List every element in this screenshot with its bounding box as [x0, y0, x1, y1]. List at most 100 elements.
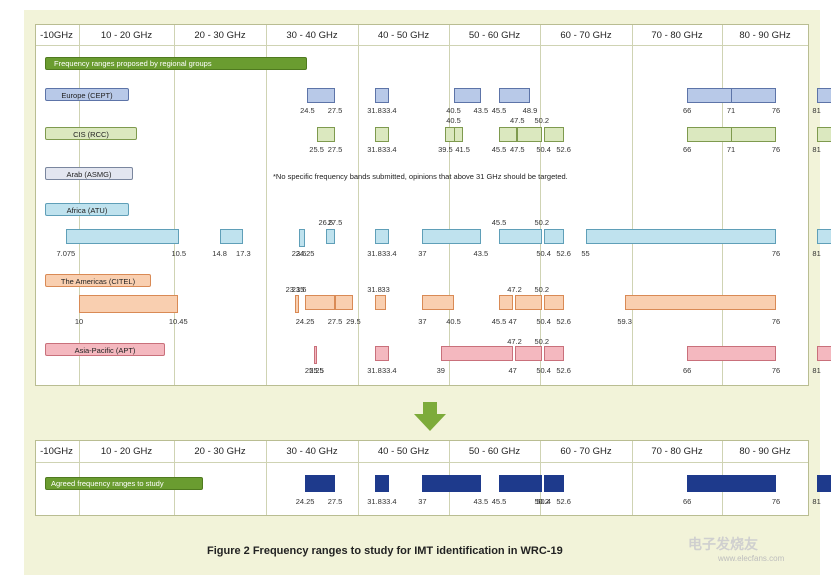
proposed-ranges-table	[35, 24, 809, 386]
top-header-8: 80 - 90 GHz	[739, 30, 791, 41]
tick-label-rcc: 52.6	[556, 145, 571, 154]
tick-label-atu: 52.6	[556, 249, 571, 258]
bottom-header-0: -10GHz	[40, 446, 73, 457]
agreed-band	[816, 475, 831, 492]
top-col-divider	[722, 25, 723, 385]
tick-label-rcc: 45.5	[491, 145, 507, 154]
band-rcc	[499, 127, 518, 142]
band-divider-cept	[731, 88, 732, 103]
agreed-tick-label: 81	[812, 497, 821, 506]
top-col-divider	[449, 25, 450, 385]
band-atu	[422, 229, 481, 244]
band-divider-rcc	[453, 127, 455, 142]
tick-label-apt: 39	[436, 366, 445, 375]
band-rcc	[816, 127, 831, 142]
tick-label-atu: 31.8	[367, 249, 382, 258]
band-rcc	[316, 127, 335, 142]
bottom-col-divider	[632, 441, 633, 515]
header-divider	[36, 45, 808, 46]
tick-label-cept: 48.9	[522, 106, 538, 115]
band-citel	[374, 295, 386, 310]
band-citel	[422, 295, 454, 310]
band-cept	[816, 88, 831, 103]
band-rcc	[517, 127, 542, 142]
tick-label-citel: 45.5	[491, 317, 507, 326]
tick-label-rcc: 50.2	[534, 116, 550, 125]
tick-label-cept: 40.5	[446, 106, 461, 115]
band-apt	[514, 346, 542, 361]
tick-label-atu: 23.6	[291, 249, 307, 258]
tick-label-citel: 47.2	[507, 285, 522, 294]
band-apt	[374, 346, 390, 361]
top-col-divider	[174, 25, 175, 385]
tick-label-cept: 24.5	[300, 106, 315, 115]
tick-label-rcc: 41.5	[455, 145, 470, 154]
band-cept	[374, 88, 390, 103]
agreed-tick-label: 50.4	[536, 497, 551, 506]
agreed-band	[499, 475, 542, 492]
watermark-url: www.elecfans.com	[718, 554, 785, 563]
tick-label-atu: 10.5	[171, 249, 187, 258]
bottom-header-1: 10 - 20 GHz	[100, 446, 153, 457]
tick-label-rcc: 25.5	[309, 145, 324, 154]
agreed-tick-label: 27.5	[327, 497, 343, 506]
tick-label-cept: 33.4	[381, 106, 397, 115]
tick-label-rcc: 76	[771, 145, 781, 154]
tick-label-citel: 33	[381, 285, 390, 294]
tick-label-citel: 27.5	[327, 317, 343, 326]
band-atu	[499, 229, 542, 244]
band-cept	[453, 88, 481, 103]
watermark-logo: 电子发烧友 www.elecfans.com	[688, 534, 784, 563]
tick-label-atu: 27.5	[327, 218, 343, 227]
agreed-tick-label: 24.25	[295, 497, 315, 506]
bottom-header-4: 40 - 50 GHz	[377, 446, 430, 457]
tick-label-apt: 66	[683, 366, 692, 375]
band-apt	[816, 346, 831, 361]
tick-label-rcc: 33.4	[381, 145, 397, 154]
tick-label-citel: 24.25	[295, 317, 315, 326]
row-label-cept: Europe (CEPT)	[45, 88, 129, 101]
tick-label-rcc: 50.4	[536, 145, 551, 154]
tick-label-citel: 59.3	[617, 317, 632, 326]
agreed-band	[543, 475, 564, 492]
agreed-label-banner: Agreed frequency ranges to study	[45, 477, 203, 490]
agreed-tick-label: 31.8	[367, 497, 382, 506]
tick-label-cept: 45.5	[491, 106, 507, 115]
band-atu	[299, 229, 306, 247]
agreed-tick-label: 52.6	[556, 497, 571, 506]
band-citel	[335, 295, 354, 310]
section-title-banner: Frequency ranges proposed by regional gr…	[45, 57, 307, 70]
bottom-col-divider	[266, 441, 267, 515]
band-apt	[543, 346, 564, 361]
tick-label-atu: 37	[418, 249, 427, 258]
top-header-5: 50 - 60 GHz	[468, 30, 521, 41]
top-header-1: 10 - 20 GHz	[100, 30, 153, 41]
tick-label-atu: 76	[771, 249, 781, 258]
tick-label-apt: 25.5	[309, 366, 324, 375]
band-apt	[314, 346, 318, 364]
tick-label-cept: 31.8	[367, 106, 382, 115]
tick-label-apt: 25.25	[304, 366, 324, 375]
bottom-header-3: 30 - 40 GHz	[286, 446, 338, 457]
tick-label-rcc: 39.5	[438, 145, 453, 154]
tick-label-apt: 33.4	[381, 366, 397, 375]
agreed-tick-label: 45.5	[491, 497, 507, 506]
top-header-6: 60 - 70 GHz	[560, 30, 612, 41]
row-label-asmg: Arab (ASMG)	[45, 167, 133, 180]
agreed-tick-label: 33.4	[381, 497, 397, 506]
tick-label-atu: 43.5	[473, 249, 489, 258]
tick-label-citel: 50.2	[534, 285, 550, 294]
band-atu	[585, 229, 776, 244]
tick-label-atu: 24.25	[295, 249, 315, 258]
band-citel	[499, 295, 513, 310]
top-col-divider	[540, 25, 541, 385]
tick-label-atu: 33.4	[381, 249, 397, 258]
tick-label-apt: 50.2	[534, 337, 550, 346]
band-atu	[325, 229, 335, 244]
agreed-band	[422, 475, 481, 492]
tick-label-citel: 23.6	[291, 285, 307, 294]
tick-label-rcc: 47.5	[509, 116, 525, 125]
band-atu	[374, 229, 390, 244]
tick-label-cept: 43.5	[473, 106, 489, 115]
bottom-header-8: 80 - 90 GHz	[739, 446, 791, 457]
